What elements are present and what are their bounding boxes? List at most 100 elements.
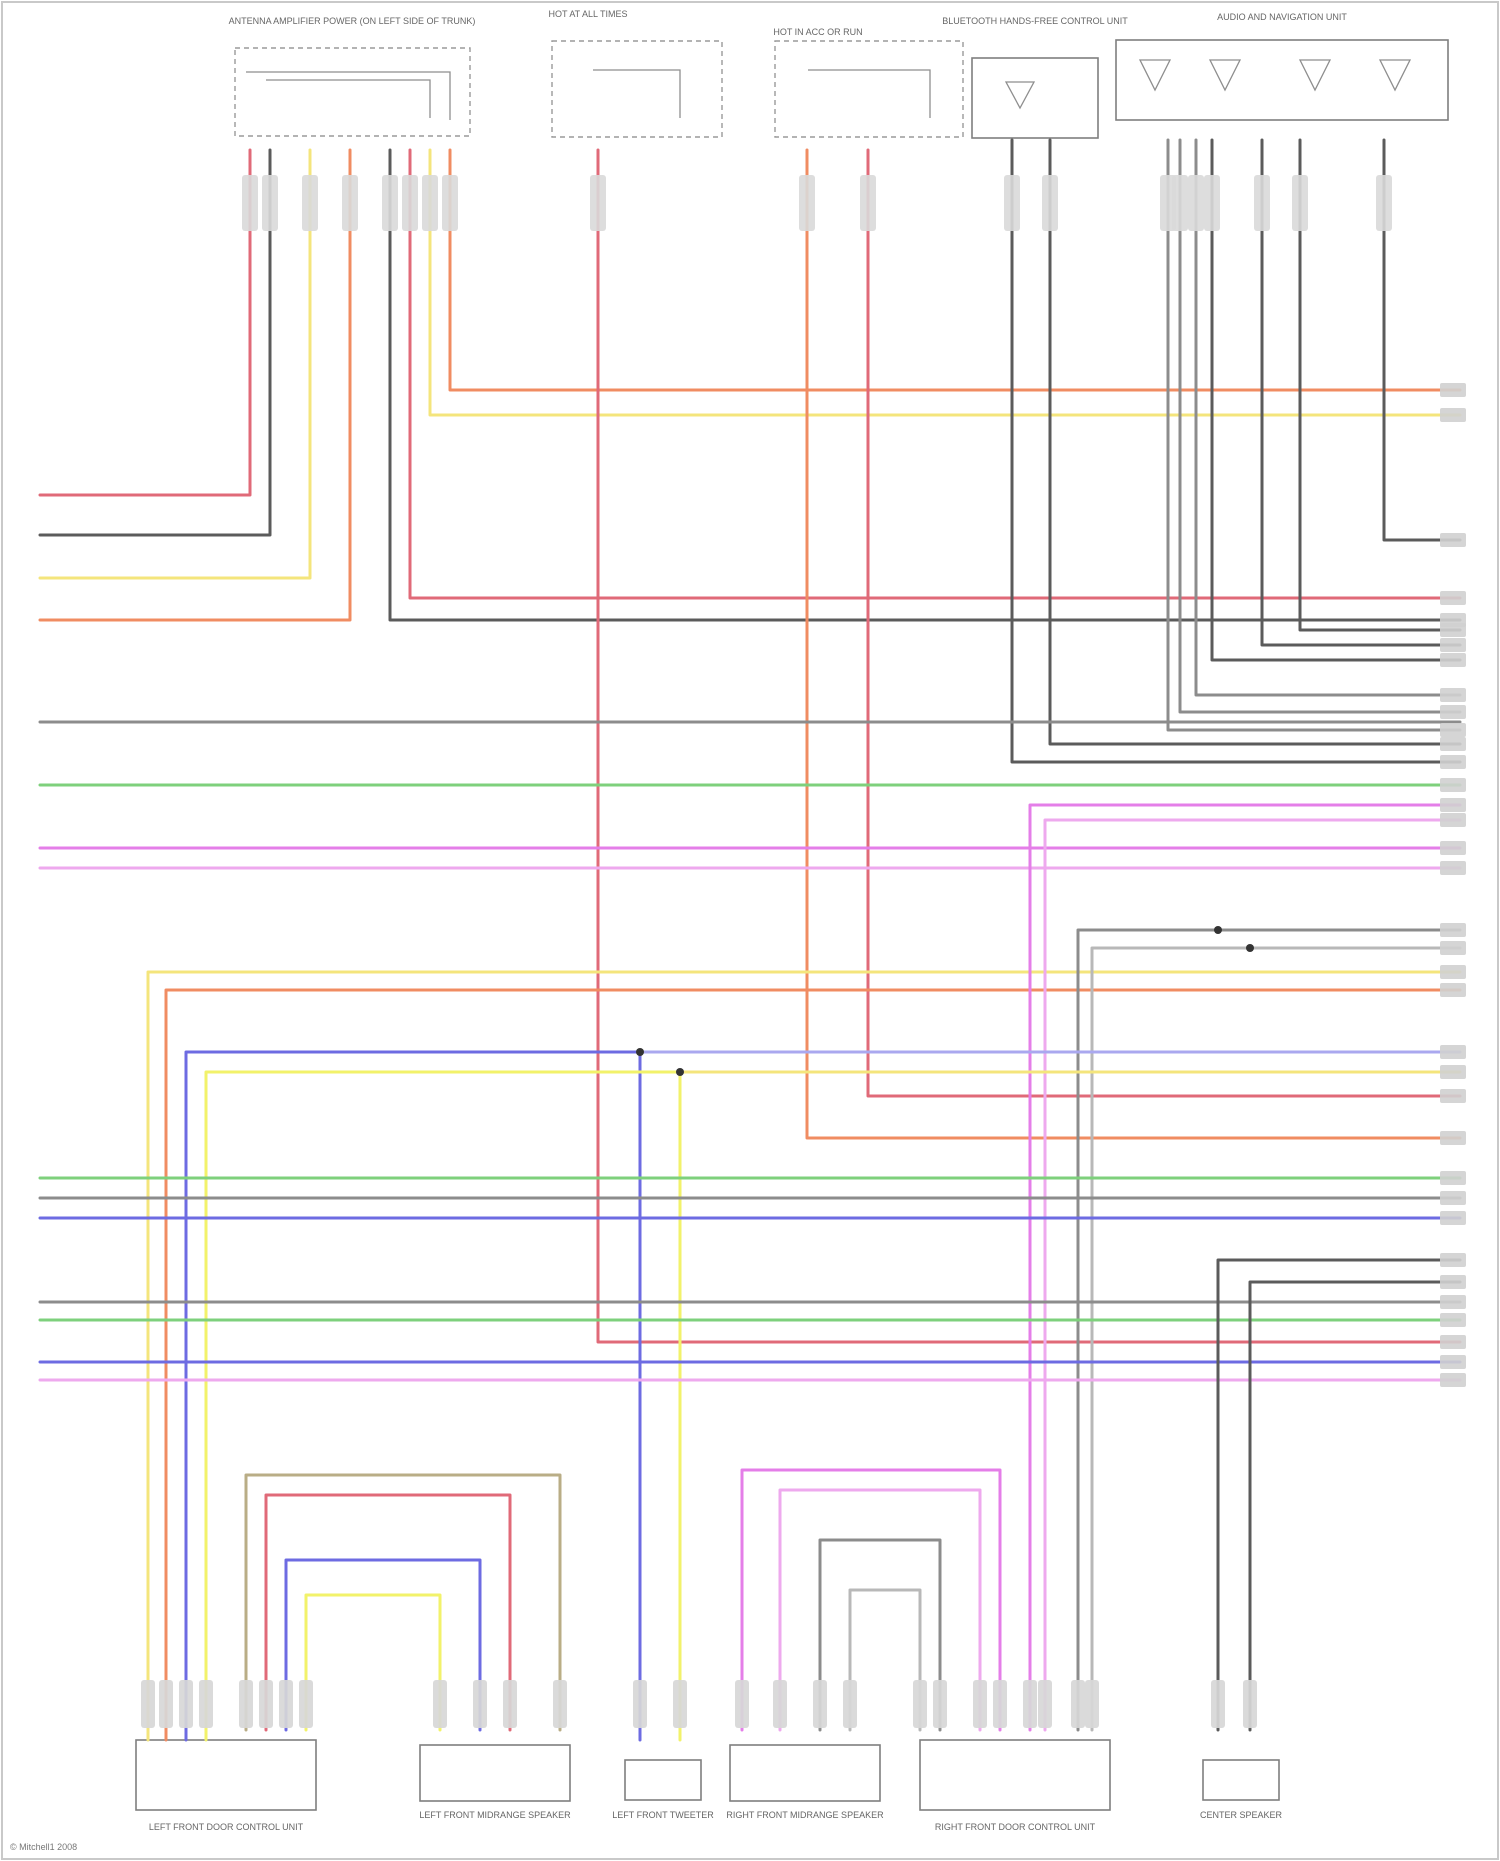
wire-segment xyxy=(40,150,250,495)
top-component-label-4: BLUETOOTH HANDS-FREE CONTROL UNIT xyxy=(942,16,1128,26)
wire-segment xyxy=(1078,930,1460,1730)
bottom-connector-pin xyxy=(179,1680,193,1728)
right-connector-pin xyxy=(1440,1335,1466,1349)
bottom-connector-pin xyxy=(199,1680,213,1728)
right-connector-pin xyxy=(1440,591,1466,605)
wire-segment xyxy=(306,1595,440,1730)
bottom-connector-pin xyxy=(843,1680,857,1728)
bottom-connector-pin xyxy=(1023,1680,1037,1728)
right-front-midrange-speaker-box xyxy=(730,1745,880,1801)
connector-pin-block xyxy=(1172,175,1188,231)
bottom-connector-pin xyxy=(813,1680,827,1728)
bottom-connector-pin xyxy=(633,1680,647,1728)
connector-pin-block xyxy=(1188,175,1204,231)
connector-pin-block xyxy=(382,175,398,231)
wire-segment xyxy=(1218,1260,1460,1730)
bottom-connector-pin xyxy=(299,1680,313,1728)
bottom-connector-pin xyxy=(973,1680,987,1728)
fuse-link-1 xyxy=(593,70,680,118)
bottom-connector-pin xyxy=(259,1680,273,1728)
left-front-midrange-speaker-box xyxy=(420,1745,570,1801)
right-connector-pin xyxy=(1440,755,1466,769)
bottom-connector-pin xyxy=(279,1680,293,1728)
connector-pin-block xyxy=(402,175,418,231)
wire-segment xyxy=(1180,140,1460,712)
antenna-power-loop-2 xyxy=(266,80,430,118)
antenna-amplifier-power-box xyxy=(235,48,470,136)
hot-in-acc-or-run-box xyxy=(775,41,963,137)
right-connector-pin xyxy=(1440,861,1466,875)
bottom-connector-pin xyxy=(159,1680,173,1728)
wire-segment xyxy=(780,1490,980,1730)
bottom-connector-pin xyxy=(433,1680,447,1728)
right-connector-pin xyxy=(1440,1131,1466,1145)
right-connector-pin xyxy=(1440,813,1466,827)
connector-pin-block xyxy=(242,175,258,231)
bottom-connector-pin xyxy=(503,1680,517,1728)
splice-dot xyxy=(676,1068,684,1076)
wire-segment xyxy=(1012,140,1460,762)
right-connector-pin xyxy=(1440,1295,1466,1309)
wire-segment xyxy=(868,150,1460,1096)
right-connector-pin xyxy=(1440,723,1466,737)
wire-segment xyxy=(1212,140,1460,660)
right-connector-pin xyxy=(1440,623,1466,637)
bottom-component-label-4: RIGHT FRONT MIDRANGE SPEAKER xyxy=(726,1810,884,1820)
right-connector-pin xyxy=(1440,737,1466,751)
right-connector-pin xyxy=(1440,778,1466,792)
bottom-connector-pin xyxy=(1071,1680,1085,1728)
wire-segment xyxy=(186,1052,640,1740)
right-connector-pin xyxy=(1440,941,1466,955)
bottom-connector-pin xyxy=(1038,1680,1052,1728)
splice-dot xyxy=(636,1048,644,1056)
right-connector-pin xyxy=(1440,383,1466,397)
splice-dot xyxy=(1214,926,1222,934)
connector-pin-block xyxy=(590,175,606,231)
wire-segment xyxy=(148,972,1460,1740)
wire-layer xyxy=(40,140,1466,1740)
top-component-label-5: AUDIO AND NAVIGATION UNIT xyxy=(1217,12,1347,22)
right-connector-pin xyxy=(1440,1045,1466,1059)
right-front-door-control-unit-box xyxy=(920,1740,1110,1810)
right-connector-pin xyxy=(1440,965,1466,979)
right-connector-pin xyxy=(1440,653,1466,667)
wire-segment xyxy=(850,1590,920,1730)
top-component-label-2: HOT AT ALL TIMES xyxy=(548,9,627,19)
footer-credit: © Mitchell1 2008 xyxy=(10,1842,77,1852)
right-connector-pin xyxy=(1440,1373,1466,1387)
bottom-connector-pin xyxy=(913,1680,927,1728)
connector-pin-block xyxy=(860,175,876,231)
bluetooth-control-unit-box xyxy=(972,58,1098,138)
connector-pin-block xyxy=(442,175,458,231)
wire-segment xyxy=(1092,948,1460,1730)
wire-segment xyxy=(1262,140,1460,645)
bottom-component-label-2: LEFT FRONT MIDRANGE SPEAKER xyxy=(419,1810,571,1820)
connector-pin-block xyxy=(1292,175,1308,231)
right-connector-pin xyxy=(1440,1065,1466,1079)
connector-pin-block xyxy=(262,175,278,231)
right-connector-pin xyxy=(1440,1275,1466,1289)
right-connector-pin xyxy=(1440,1191,1466,1205)
connector-pin-block xyxy=(1204,175,1220,231)
bottom-component-label-3: LEFT FRONT TWEETER xyxy=(612,1810,714,1820)
bottom-connector-pin xyxy=(473,1680,487,1728)
right-connector-pin xyxy=(1440,408,1466,422)
bottom-connector-pin xyxy=(673,1680,687,1728)
wire-segment xyxy=(1250,1282,1460,1730)
right-connector-pin xyxy=(1440,1211,1466,1225)
bottom-component-label-5: RIGHT FRONT DOOR CONTROL UNIT xyxy=(935,1822,1096,1832)
wire-segment xyxy=(1045,820,1460,1730)
bottom-connector-pin xyxy=(1243,1680,1257,1728)
wire-segment xyxy=(206,1072,680,1740)
wire-segment xyxy=(1030,805,1460,1730)
right-connector-pin xyxy=(1440,1171,1466,1185)
connector-pin-block xyxy=(1004,175,1020,231)
audio-navigation-unit-box xyxy=(1116,40,1448,120)
wire-segment xyxy=(1384,140,1460,540)
left-front-tweeter-box xyxy=(625,1760,701,1800)
connector-pin-block xyxy=(342,175,358,231)
connector-pin-block xyxy=(1042,175,1058,231)
wire-segment xyxy=(1050,140,1460,744)
